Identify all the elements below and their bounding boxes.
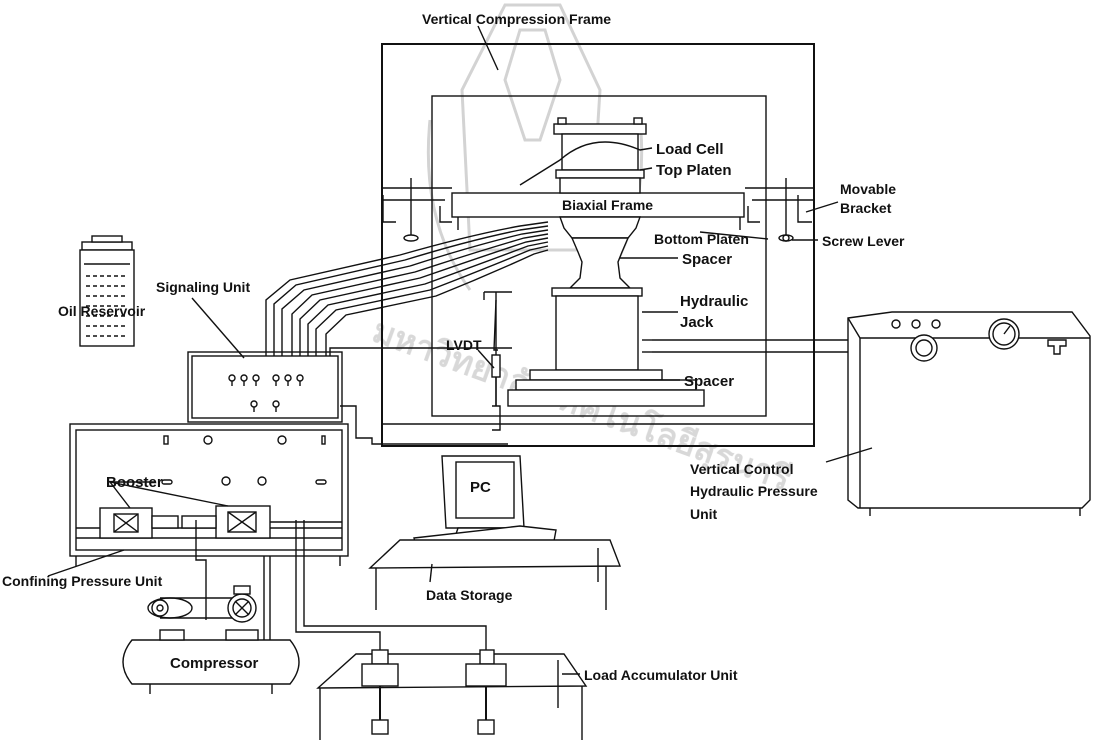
label-signaling-unit: Signaling Unit: [156, 279, 250, 295]
confining-pressure-unit: [70, 424, 348, 566]
label-load-cell: Load Cell: [656, 141, 724, 158]
bottom-platen: [560, 217, 640, 238]
label-jack: Jack: [680, 314, 714, 331]
compressor: [123, 586, 299, 694]
label-lvdt: LVDT: [446, 337, 482, 353]
label-oil-reservoir: Oil Reservoir: [58, 303, 146, 319]
label-hydraulic-pressure: Hydraulic Pressure: [690, 483, 818, 499]
hydraulic-jack: [508, 288, 704, 406]
vertical-control-unit: [848, 312, 1090, 516]
label-data-storage: Data Storage: [426, 587, 513, 603]
load-cell: [554, 118, 646, 193]
label-pc: PC: [470, 479, 491, 496]
signaling-unit: [188, 352, 342, 422]
label-screw-lever: Screw Lever: [822, 233, 905, 249]
biaxial-frame-label: Biaxial Frame: [562, 197, 653, 213]
label-compressor: Compressor: [170, 655, 259, 672]
label-unit: Unit: [690, 506, 718, 522]
oil-reservoir: [80, 236, 134, 346]
labels: Vertical Compression Frame Load Cell Top…: [2, 11, 905, 683]
label-confining-pressure-unit: Confining Pressure Unit: [2, 573, 163, 589]
load-accumulator-unit: [318, 650, 586, 740]
spacer-upper: [570, 238, 630, 288]
label-bottom-platen: Bottom Platen: [654, 231, 749, 247]
label-spacer-upper: Spacer: [682, 251, 732, 268]
label-vertical-compression-frame: Vertical Compression Frame: [422, 11, 611, 27]
hydraulic-line: [652, 340, 852, 352]
label-booster: Booster: [106, 474, 163, 491]
label-bracket: Bracket: [840, 200, 892, 216]
label-vertical-control: Vertical Control: [690, 461, 793, 477]
label-spacer-lower: Spacer: [684, 373, 734, 390]
label-top-platen: Top Platen: [656, 162, 732, 179]
label-load-accumulator-unit: Load Accumulator Unit: [584, 667, 738, 683]
label-movable: Movable: [840, 181, 896, 197]
label-hydraulic: Hydraulic: [680, 293, 748, 310]
